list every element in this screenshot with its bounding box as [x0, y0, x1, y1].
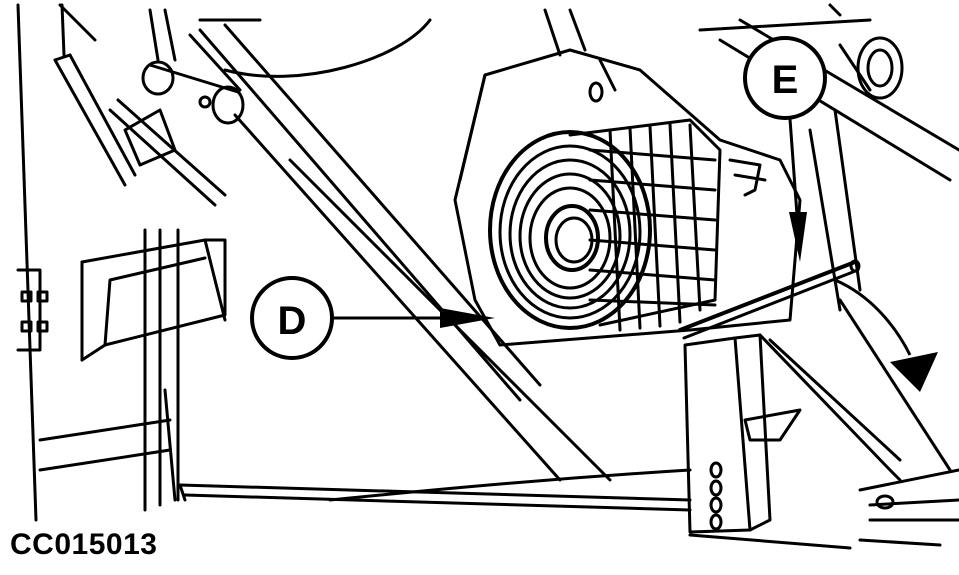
figure-code: CC015013	[10, 528, 158, 561]
callout-e-arrowhead	[789, 212, 807, 262]
callout-e-label: E	[772, 58, 799, 102]
callout-d-arrowhead	[440, 308, 495, 328]
roll-housing	[453, 48, 802, 347]
left-box-bracket	[80, 238, 227, 362]
net-wrap-roll	[488, 118, 722, 332]
callout-e-leader	[788, 118, 799, 216]
callout-d-label: D	[278, 299, 307, 343]
bottom-frame	[178, 468, 959, 550]
vertical-posts	[143, 228, 180, 512]
cable	[223, 18, 432, 78]
right-frame	[808, 108, 952, 472]
rotation-arrow	[834, 278, 938, 392]
left-frame	[16, 3, 177, 522]
callout-d: D	[250, 276, 495, 360]
lower-bracket	[683, 333, 902, 534]
lever-rod	[678, 259, 861, 340]
upper-left-strut	[53, 33, 245, 207]
callout-e: E	[743, 36, 827, 262]
